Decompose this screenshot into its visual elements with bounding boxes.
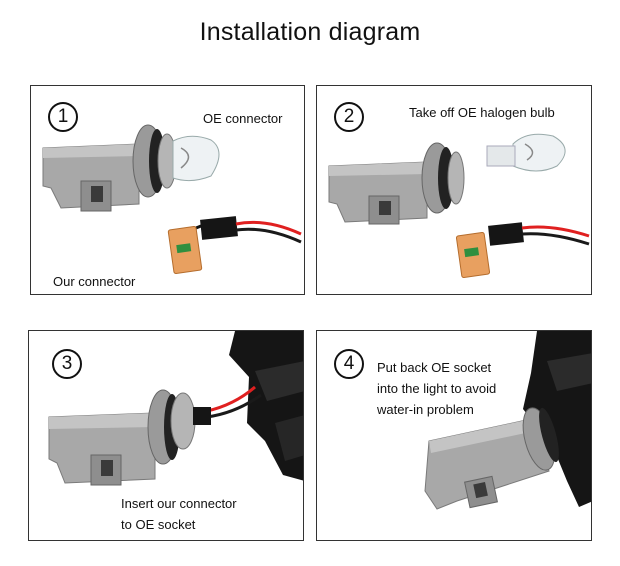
insert-connector-label: Insert our connector to OE socket bbox=[121, 496, 237, 532]
step-3-panel: 3 Insert our connector to OE socket bbox=[28, 330, 304, 541]
oe-connector-label: OE connector bbox=[203, 111, 283, 126]
step-4-panel: 4 Put back OE socket into the light to a… bbox=[316, 330, 592, 541]
step-2-panel: 2 Take off OE halogen bulb bbox=[316, 85, 592, 295]
step-1-panel: 1 OE connector Our connector bbox=[30, 85, 305, 295]
step-number-badge: 1 bbox=[48, 102, 78, 132]
take-off-bulb-label: Take off OE halogen bulb bbox=[409, 105, 555, 120]
step-number-badge: 2 bbox=[334, 102, 364, 132]
page-title: Installation diagram bbox=[199, 18, 421, 46]
step-4-illustration bbox=[424, 331, 591, 510]
step-1-illustration bbox=[42, 124, 302, 274]
step-number-badge: 3 bbox=[52, 349, 82, 379]
step-3-illustration bbox=[48, 331, 303, 486]
our-connector-label: Our connector bbox=[53, 274, 136, 289]
put-back-socket-label: Put back OE socket into the light to avo… bbox=[377, 360, 497, 417]
step-2-illustration bbox=[328, 133, 590, 278]
step-number-badge: 4 bbox=[334, 349, 364, 379]
